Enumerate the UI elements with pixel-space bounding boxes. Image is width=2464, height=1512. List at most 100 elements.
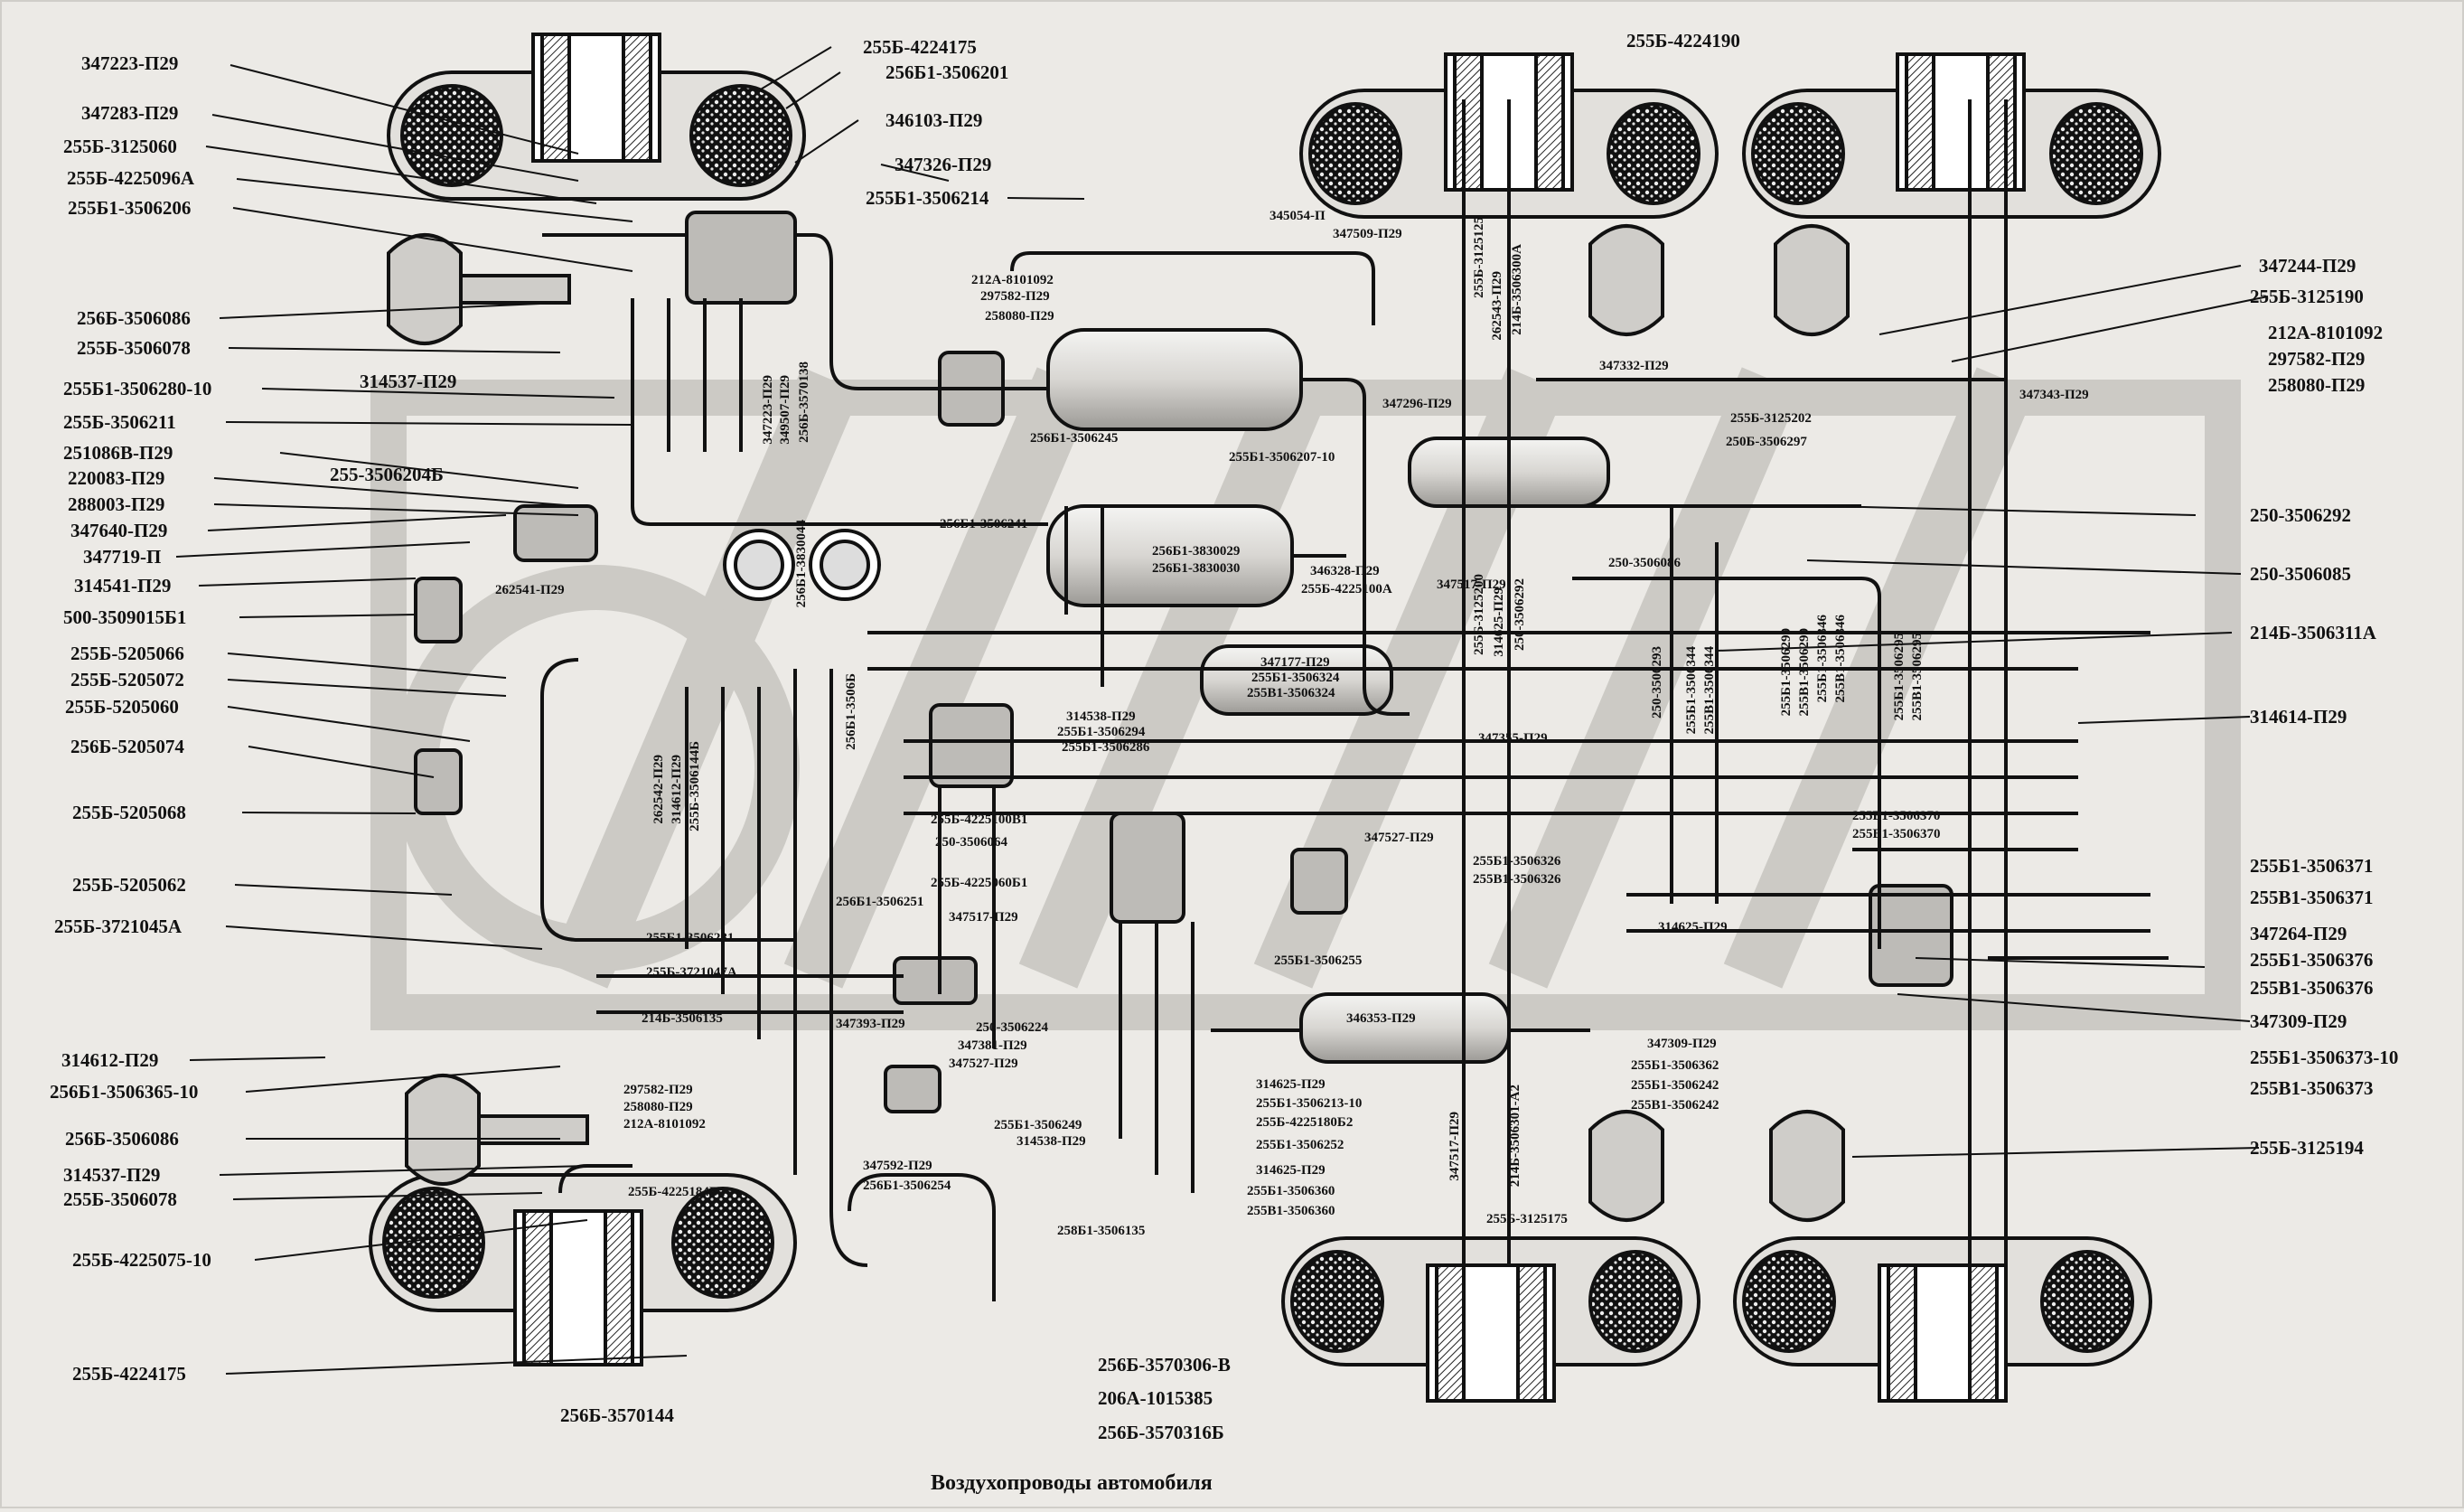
wheel-rear-right-bottom (1733, 1236, 2152, 1403)
label-center-42: 255Б1-3506242 (1631, 1078, 1719, 1093)
label-center-44: 297582-П29 (623, 1083, 693, 1097)
label-vert-4: 256Б1-3506Б (844, 673, 858, 750)
label-top-4: 255Б1-3506214 (866, 187, 989, 209)
label-center-9: 255Б-4225100А (1301, 582, 1392, 596)
label-left-2: 255Б-3125060 (63, 136, 177, 157)
wheel-middle-right (1281, 1236, 1700, 1403)
label-center-41: 255Б1-3506362 (1631, 1058, 1719, 1073)
label-center-49: 314625-П29 (1256, 1077, 1326, 1092)
label-center-34: 250-3506224 (976, 1020, 1048, 1035)
label-vert-2: 256Б-3570138 (797, 362, 811, 443)
brake-chambers (387, 224, 1850, 1222)
label-top-2: 346103-П29 (885, 109, 983, 131)
label-left-10: 220083-П29 (68, 467, 165, 489)
label-right-1: 347244-П29 (2259, 255, 2356, 277)
label-bottom-1: 256Б-3570306-В (1098, 1354, 1231, 1376)
label-center-48: 314538-П29 (1017, 1134, 1086, 1149)
label-center-32: 214Б-3506135 (642, 1011, 723, 1026)
label-center-24: 250-3506064 (935, 835, 1007, 850)
tank-center (1200, 644, 1393, 716)
label-center-17: 255Б1-3506324 (1251, 671, 1340, 685)
label-center-46: 212А-8101092 (623, 1117, 706, 1132)
label-right-17: 255Б1-3506373-10 (2250, 1047, 2399, 1068)
label-center-51: 255Б-4225180Б2 (1256, 1115, 1354, 1130)
label-right-14: 255Б1-3506376 (2250, 949, 2374, 971)
label-top-6: 347509-П29 (1333, 227, 1402, 241)
label-left-15: 500-3509015Б1 (63, 606, 187, 628)
wheel-rear-right-top (1742, 52, 2161, 219)
label-center-19: 314538-П29 (1066, 709, 1136, 724)
label-top-9: 258080-П29 (985, 309, 1054, 324)
label-right-7: 250-3506292 (2250, 504, 2351, 526)
label-bottom-2: 206А-1015385 (1098, 1387, 1213, 1409)
label-vert-7: 255Б-3506144Б (688, 741, 702, 831)
label-center-20: 255Б1-3506294 (1057, 725, 1146, 739)
label-center-8: 346328-П29 (1310, 564, 1380, 578)
label-left-20: 255Б-5205068 (72, 802, 186, 823)
label-vert-16: 255В1-3506344 (1702, 646, 1717, 735)
label-top-8: 297582-П29 (980, 289, 1050, 304)
label-center-11: 347517-П29 (1437, 578, 1506, 592)
label-center-18: 255В1-3506324 (1247, 686, 1335, 700)
label-center-15: 250-3506086 (1608, 556, 1681, 570)
label-top-3: 347326-П29 (895, 154, 992, 175)
label-vert-14: 250-3506293 (1650, 646, 1664, 718)
label-right-0: 255Б-4224190 (1626, 30, 1740, 52)
label-center-5: 256Б1-3506241 (940, 517, 1028, 531)
label-top-0: 255Б-4224175 (863, 36, 977, 58)
label-center-35: 347381-П29 (958, 1038, 1027, 1053)
label-center-14: 250Б-3506297 (1726, 435, 1807, 449)
label-right-2: 255Б-3125190 (2250, 286, 2364, 307)
tank-upper (1046, 328, 1303, 431)
label-left-21: 255Б-5205062 (72, 874, 186, 896)
label-center-1: 255-3506204Б (330, 464, 444, 485)
label-vert-22: 255В1-3506295 (1910, 633, 1925, 721)
leader-lines (175, 46, 2269, 1375)
label-right-18: 255В1-3506373 (2250, 1077, 2374, 1099)
label-center-37: 255Б1-3506255 (1274, 953, 1363, 968)
label-vert-11: 255Б-3125200 (1472, 574, 1486, 655)
wheel-front-left (387, 33, 806, 201)
label-vert-1: 349507-П29 (778, 375, 792, 445)
label-right-4: 297582-П29 (2268, 348, 2366, 370)
label-left-9: 251086В-П29 (63, 442, 173, 464)
label-center-39: 314625-П29 (1658, 920, 1728, 934)
label-center-21: 255Б1-3506286 (1062, 740, 1150, 755)
label-center-52: 255Б1-3506252 (1256, 1138, 1344, 1152)
label-vert-17: 255Б1-3506299 (1779, 628, 1794, 717)
label-right-12: 255В1-3506371 (2250, 887, 2374, 908)
label-left-11: 288003-П29 (68, 493, 165, 515)
label-center-7: 256Б1-3830030 (1152, 561, 1241, 576)
label-right-19: 255Б-3125194 (2250, 1137, 2364, 1159)
label-top-1: 256Б1-3506201 (885, 61, 1009, 83)
label-center-54: 255Б1-3506360 (1247, 1184, 1335, 1198)
label-left-27: 255Б-3506078 (63, 1188, 177, 1210)
label-vert-8: 255Б-3125125 (1472, 217, 1486, 298)
label-vert-13: 250-3506292 (1513, 578, 1527, 651)
label-center-13: 255Б-3125202 (1730, 411, 1812, 426)
label-bottom-5: 255Б-3125175 (1486, 1212, 1568, 1226)
label-left-24: 256Б1-3506365-10 (50, 1081, 199, 1103)
label-center-57: 255В1-3506370 (1852, 827, 1941, 841)
label-center-30: 255Б1-3506281 (646, 931, 735, 945)
diagram-caption: Воздухопроводы автомобиля (931, 1471, 1213, 1495)
label-center-31: 255Б-3721047А (646, 965, 737, 980)
label-center-38: 346353-П29 (1346, 1011, 1416, 1026)
label-center-50: 255Б1-3506213-10 (1256, 1096, 1363, 1111)
label-center-0: 314537-П29 (360, 371, 457, 392)
label-center-43: 255В1-3506242 (1631, 1098, 1719, 1113)
label-center-26: 255Б1-3506326 (1473, 854, 1561, 869)
label-vert-23: 347517-П29 (1447, 1112, 1462, 1181)
label-vert-19: 255Б1-3506346 (1815, 615, 1830, 703)
label-center-6: 256Б1-3830029 (1152, 544, 1241, 559)
label-right-5: 258080-П29 (2268, 374, 2366, 396)
label-left-5: 256Б-3506086 (77, 307, 191, 329)
label-right-11: 255Б1-3506371 (2250, 855, 2374, 877)
label-vert-5: 262542-П29 (651, 755, 666, 824)
label-vert-0: 347223-П29 (761, 375, 775, 445)
label-center-27: 255В1-3506326 (1473, 872, 1561, 887)
label-vert-21: 255Б1-3506295 (1892, 633, 1907, 721)
label-vert-10: 214Б-3506300А (1510, 244, 1524, 335)
